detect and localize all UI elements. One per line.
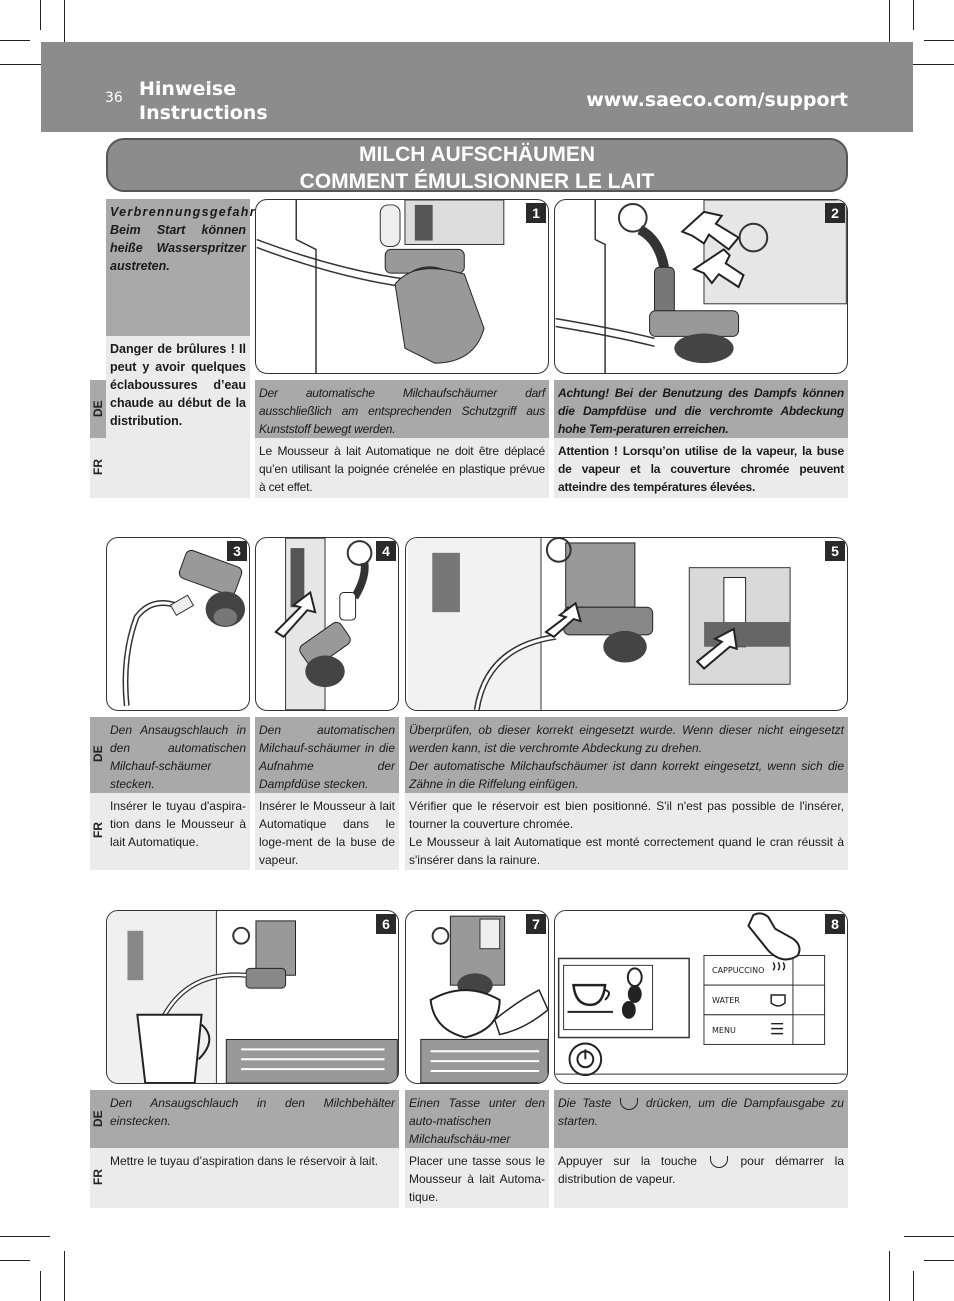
- page-header: 36 Hinweise Instructions www.saeco.com/s…: [41, 42, 913, 132]
- page-number: 36: [105, 90, 123, 106]
- steam-icon: [619, 1097, 638, 1110]
- illustration-step-3: 3: [106, 537, 250, 711]
- warning-fr: Danger de brûlures ! Il peut y avoir que…: [106, 336, 250, 498]
- control-panel-illustration: [555, 911, 847, 1083]
- illustration-step-5: 5: [405, 537, 848, 711]
- support-url[interactable]: www.saeco.com/support: [586, 89, 848, 111]
- header-title-de: Hinweise: [139, 78, 237, 100]
- lang-label-fr: FR: [90, 438, 106, 498]
- step-8-fr: Appuyer sur la touche pour démarrer la d…: [554, 1148, 848, 1208]
- step-2-de: Achtung! Bei der Benutzung des Dampfs kö…: [554, 380, 848, 438]
- step-number-badge: 2: [825, 203, 845, 223]
- step-number-badge: 4: [376, 541, 396, 561]
- insert-frother-illustration: [274, 538, 373, 710]
- steam-icon: [709, 1155, 728, 1168]
- step-6-de: Den Ansaugschlauch in den Milchbehälter …: [106, 1090, 399, 1148]
- section-banner: MILCH AUFSCHÄUMEN COMMENT ÉMULSIONNER LE…: [106, 138, 848, 193]
- crop-mark: [64, 1251, 65, 1301]
- warning-de: Verbrennungsgefahr! Beim Start können he…: [106, 199, 262, 336]
- step-number-badge: 1: [526, 203, 546, 223]
- step-number-badge: 5: [825, 541, 845, 561]
- step-number-badge: 8: [825, 914, 845, 934]
- lang-label-fr: FR: [90, 1148, 106, 1208]
- cappuccino-button-label[interactable]: CAPPUCCINO: [712, 966, 765, 975]
- crop-mark: [904, 1236, 954, 1237]
- water-button-label[interactable]: WATER: [712, 996, 740, 1005]
- step-number-badge: 6: [376, 914, 396, 934]
- crop-mark: [40, 0, 41, 30]
- illustration-step-4: 4: [255, 537, 399, 711]
- step-3-fr: Insérer le tuyau d'aspira-tion dans le M…: [106, 793, 250, 870]
- step-5-de: Überprüfen, ob dieser korrekt eingesetzt…: [405, 717, 848, 793]
- step-1-fr: Le Mousseur à lait Automatique ne doit ê…: [255, 438, 549, 498]
- header-title-fr: Instructions: [139, 102, 268, 124]
- lang-label-fr: FR: [90, 793, 106, 870]
- step-7-fr: Placer une tasse sous le Mousseur à lait…: [405, 1148, 549, 1208]
- crop-mark: [0, 64, 50, 65]
- step-number-badge: 3: [227, 541, 247, 561]
- step-7-de: Einen Tasse unter den auto-matischen Mil…: [405, 1090, 549, 1164]
- crop-mark: [0, 1236, 50, 1237]
- crop-mark: [924, 40, 954, 41]
- cup-under-frother-illustration: [420, 915, 548, 1083]
- crop-mark: [0, 40, 30, 41]
- steam-wand-hot-illustration: [555, 200, 847, 373]
- crop-mark: [889, 0, 890, 50]
- lang-label-de: DE: [90, 380, 106, 438]
- step-8-de: Die Taste drücken, um die Dampfausgabe z…: [554, 1090, 848, 1148]
- step-6-fr: Mettre le tuyau d’aspiration dans le rés…: [106, 1148, 399, 1208]
- step-number-badge: 7: [526, 914, 546, 934]
- crop-mark: [40, 1271, 41, 1301]
- step-5-fr-2: Le Mousseur à lait Automatique est monté…: [409, 835, 844, 867]
- step-2-fr: Attention ! Lorsqu’on utilise de la vape…: [554, 438, 848, 498]
- crop-mark: [924, 1260, 954, 1261]
- menu-button-label[interactable]: MENU: [712, 1026, 736, 1035]
- hose-frother-illustration: [122, 549, 246, 707]
- step-5-fr: Vérifier que le réservoir est bien posit…: [405, 793, 848, 870]
- crop-mark: [913, 1271, 914, 1301]
- step-5-fr-1: Vérifier que le réservoir est bien posit…: [409, 799, 844, 831]
- warning-de-text: Beim Start können heiße Wasserspritzer a…: [110, 223, 246, 273]
- lang-label-de: DE: [90, 1090, 106, 1148]
- illustration-step-6: 6: [106, 910, 399, 1084]
- step-4-de: Den automatischen Milchauf-schäumer in d…: [255, 717, 399, 793]
- illustration-step-8: CAPPUCCINO WATER MENU 8: [554, 910, 848, 1084]
- illustration-step-7: 7: [405, 910, 549, 1084]
- step-4-fr: Insérer le Mousseur à lait Automatique d…: [255, 793, 399, 870]
- banner-title-de: MILCH AUFSCHÄUMEN: [358, 143, 596, 166]
- hose-in-milk-jug-illustration: [107, 911, 398, 1083]
- bean-icon: [621, 967, 643, 1019]
- illustration-step-2: 2: [554, 199, 848, 374]
- warning-de-title: Verbrennungsgefahr!: [110, 205, 262, 219]
- banner-title-fr: COMMENT ÉMULSIONNER LE LAIT: [299, 170, 655, 193]
- crop-mark: [64, 0, 65, 50]
- step-5-de-2: Der automatische Milchaufschäumer ist da…: [409, 759, 844, 791]
- crop-mark: [0, 1260, 30, 1261]
- illustration-step-1: 1: [255, 199, 549, 374]
- frother-hand-illustration: [256, 200, 505, 373]
- step-3-de: Den Ansaugschlauch in den automatischen …: [106, 717, 250, 793]
- frother-alignment-illustration: [407, 538, 791, 710]
- lang-label-de: DE: [90, 717, 106, 793]
- crop-mark: [913, 0, 914, 30]
- crop-mark: [889, 1251, 890, 1301]
- step-1-de: Der automatische Milchaufschäumer darf a…: [255, 380, 549, 438]
- step-5-de-1: Überprüfen, ob dieser korrekt eingesetzt…: [409, 723, 844, 755]
- crop-mark: [904, 64, 954, 65]
